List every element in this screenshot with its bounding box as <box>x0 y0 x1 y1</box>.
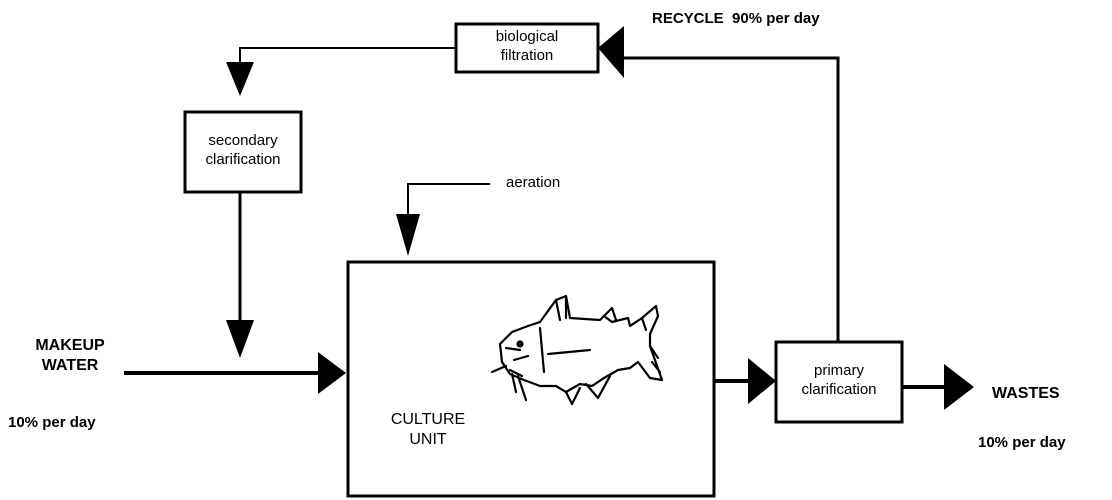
biological-filtration-line1: biological <box>495 28 559 45</box>
wastes-arrow-icon <box>944 364 974 410</box>
makeup-water-label: MAKEUP WATER <box>14 336 126 376</box>
secondary-clarification-line1: secondary <box>208 132 278 149</box>
culture-unit-line1: CULTURE <box>390 411 466 428</box>
secondary-clarification-line2: clarification <box>205 150 281 168</box>
primary-inlet-arrow-icon <box>748 358 776 404</box>
makeup-join-arrow-icon <box>226 320 254 358</box>
biological-filtration-line2: filtration <box>500 46 554 64</box>
aeration-line <box>407 183 490 214</box>
primary-clarification-line1: primary <box>813 362 864 379</box>
primary-clarification-line2: clarification <box>801 380 877 398</box>
culture-unit-line2: UNIT <box>409 431 447 448</box>
recycle-line <box>238 47 840 342</box>
secondary-clarification-box <box>183 110 303 194</box>
culture-unit-label: CULTURE UNIT <box>358 410 498 450</box>
biological-filtration-label: biological filtration <box>456 28 598 66</box>
recycle-title: RECYCLE <box>652 10 724 27</box>
aeration-label: aeration <box>506 174 561 191</box>
wastes-label: WASTES <box>992 385 1060 402</box>
aeration-arrow-icon <box>396 214 420 256</box>
recycle-label: RECYCLE 90% per day <box>652 10 820 29</box>
recycle-arrow-icon <box>598 26 624 78</box>
recycle-rate: 90% per day <box>732 10 820 27</box>
wastes-rate-label: 10% per day <box>978 434 1066 451</box>
secondary-clarification-label: secondary clarification <box>185 132 301 170</box>
primary-clarification-box <box>774 340 904 424</box>
catfish-icon <box>490 294 664 406</box>
primary-clarification-label: primary clarification <box>776 362 902 400</box>
makeup-rate-label: 10% per day <box>8 414 96 431</box>
makeup-line1: MAKEUP <box>35 337 105 354</box>
culture-inlet-arrow-icon <box>318 352 346 394</box>
makeup-line2: WATER <box>41 357 99 374</box>
secondary-inlet-arrow-icon <box>226 62 254 96</box>
